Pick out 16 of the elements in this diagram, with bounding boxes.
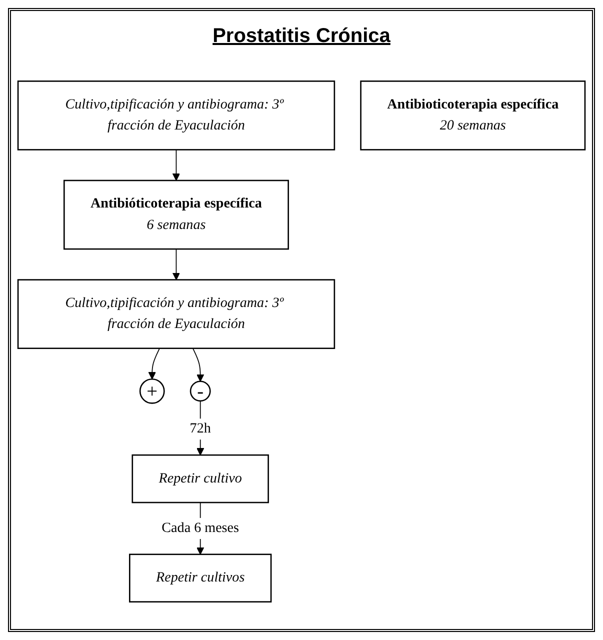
node-box: Antibióticoterapia específica 6 semanas bbox=[63, 180, 289, 250]
edge-label: Cada 6 meses bbox=[162, 520, 240, 536]
arrow bbox=[148, 348, 160, 380]
arrow bbox=[172, 248, 180, 280]
node-circle: + bbox=[139, 378, 165, 404]
node-box: Cultivo,tipificación y antibiograma: 3º fracción de Eyaculación bbox=[17, 80, 336, 150]
node-box: Cultivo,tipificación y antibiograma: 3º fracción de Eyaculación bbox=[17, 279, 336, 349]
node-box: Repetir cultivo bbox=[132, 454, 269, 504]
arrow bbox=[196, 400, 204, 456]
node-box: Antibioticoterapia específica 20 semanas bbox=[360, 80, 586, 150]
node-circle: - bbox=[190, 380, 211, 402]
arrow bbox=[172, 149, 180, 181]
arrow bbox=[192, 348, 204, 382]
edge-label: 72h bbox=[190, 421, 211, 436]
node-box: Repetir cultivos bbox=[129, 554, 272, 602]
diagram-title: Prostatitis Crónica bbox=[212, 25, 390, 48]
